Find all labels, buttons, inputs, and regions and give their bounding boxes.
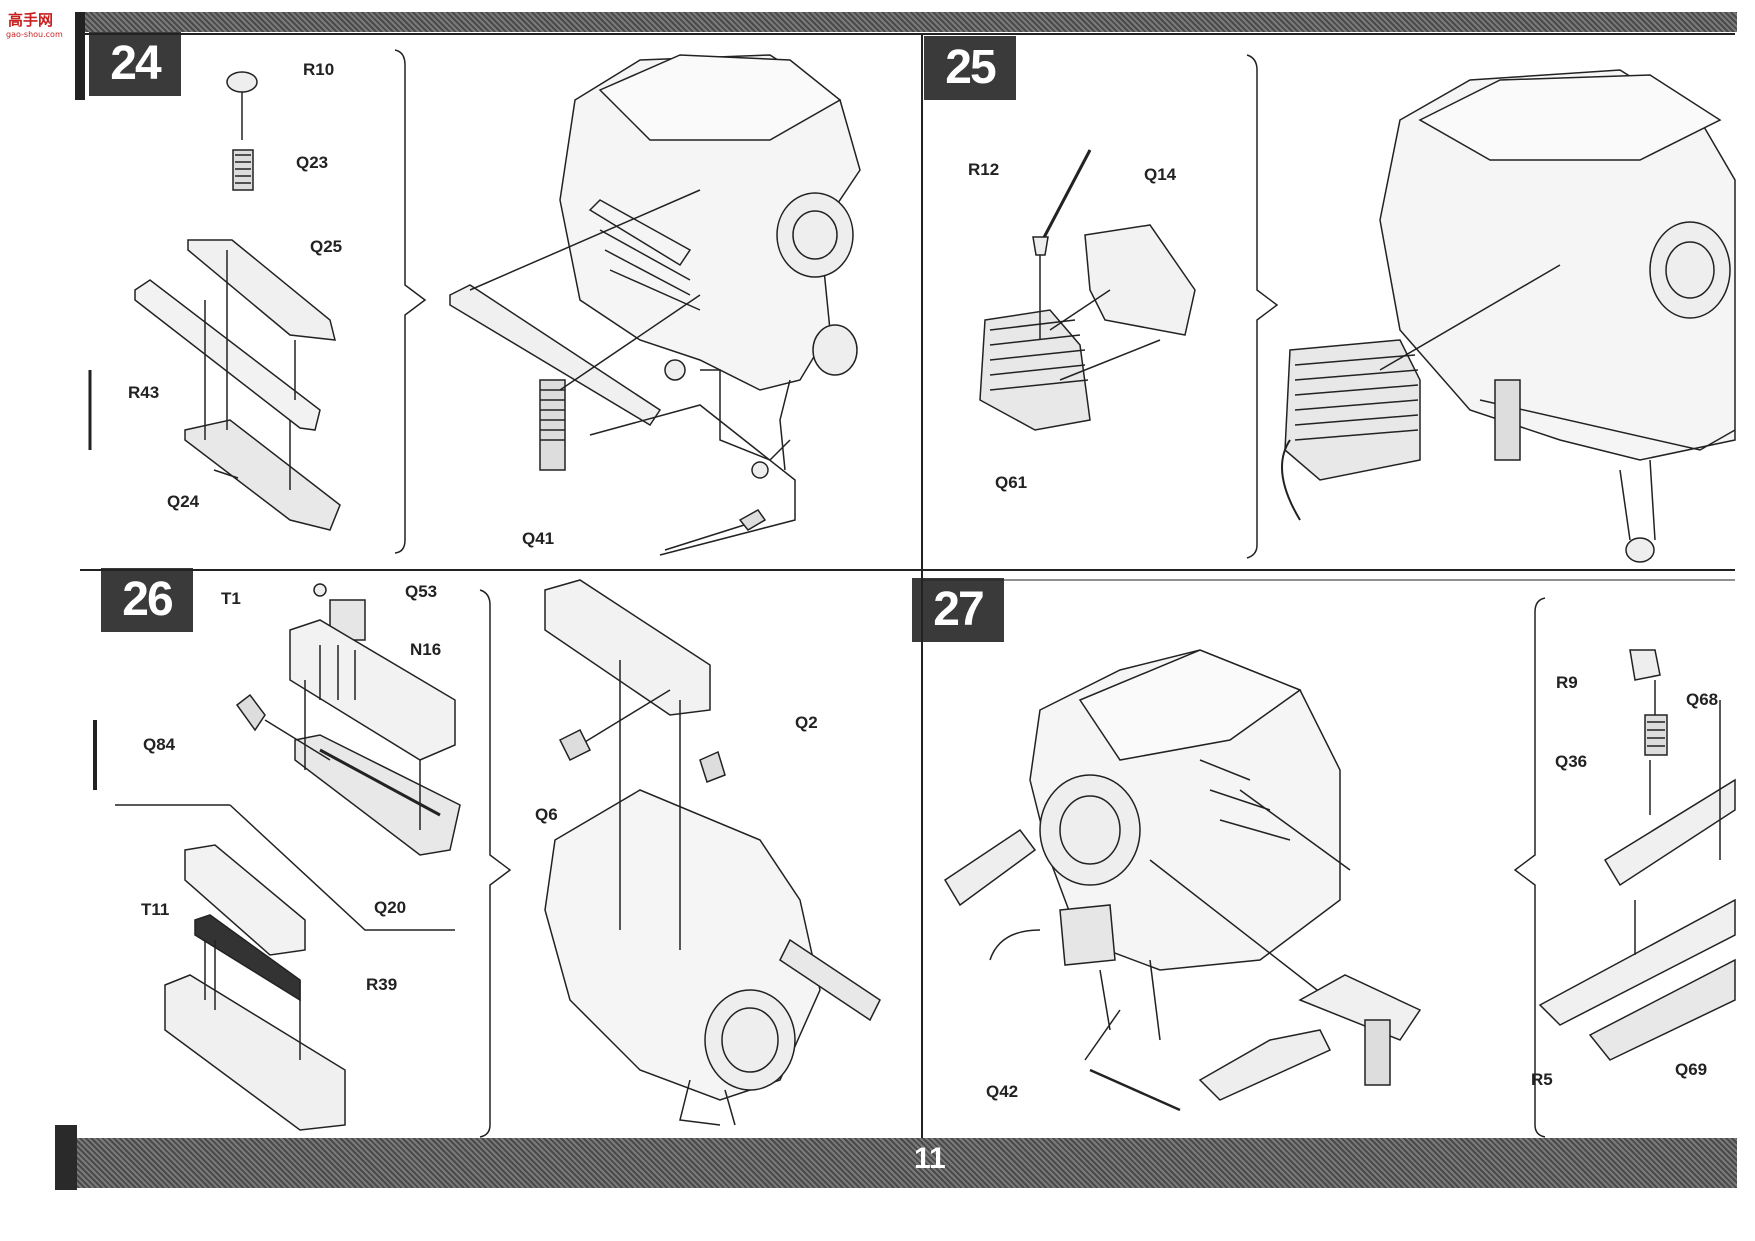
label-r10: R10 [303,60,335,79]
step-25-number: 25 [924,36,1016,100]
label-q68: Q68 [1686,690,1719,709]
label-t1: T1 [221,589,241,608]
step-27-number: 27 [912,578,1004,642]
label-q23: Q23 [296,153,329,172]
left-bottom-block [55,1125,77,1190]
label-q53: Q53 [405,582,438,601]
label-q25: Q25 [310,237,343,256]
label-q20: Q20 [374,898,407,917]
label-q41: Q41 [522,529,555,548]
label-t11: T11 [141,900,170,919]
top-bar [75,12,1737,32]
step-26-number: 26 [101,568,193,632]
step-24-number: 24 [89,32,181,96]
label-r39: R39 [366,975,398,994]
label-q69: Q69 [1675,1060,1708,1079]
label-q36: Q36 [1555,752,1588,771]
site-logo-url: gao-shou.com [6,30,63,39]
label-n16: N16 [410,640,442,659]
label-q2: Q2 [795,713,818,732]
label-q61: Q61 [995,473,1028,492]
label-q84: Q84 [143,735,176,754]
bottom-bar [55,1138,1737,1188]
label-q42: Q42 [986,1082,1019,1101]
label-r43: R43 [128,383,160,402]
label-q24: Q24 [167,492,200,511]
site-logo: 高手网 [8,11,54,29]
label-r5: R5 [1531,1070,1553,1089]
label-r9: R9 [1556,673,1578,692]
left-edge-bar [75,12,85,100]
page-number: 11 [914,1142,946,1175]
label-r12: R12 [968,160,1000,179]
label-q6: Q6 [535,805,558,824]
label-q14: Q14 [1144,165,1177,184]
